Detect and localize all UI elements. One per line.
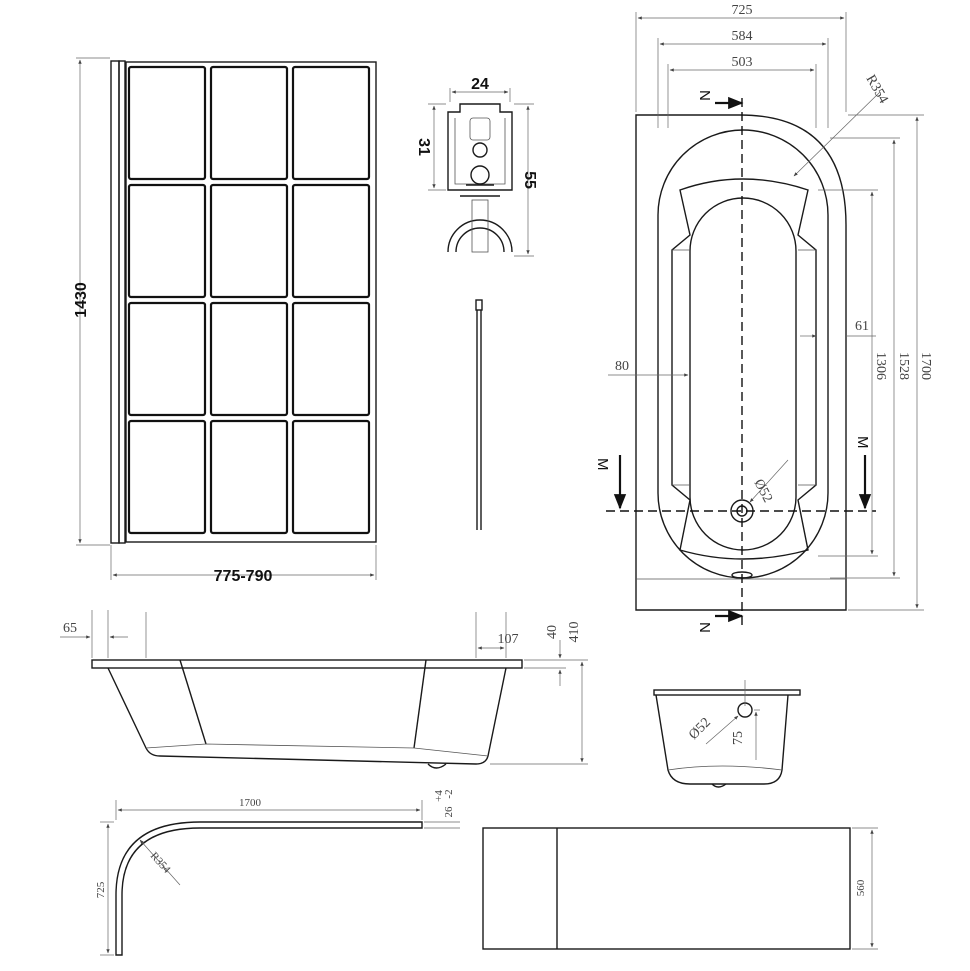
side-depth-410: 410 [567,622,582,643]
section-m-right: M [854,436,871,449]
panel-tol-plus: +4 [433,790,445,802]
screen-wall-profile [110,60,120,544]
panel-front-view: 560 [482,827,878,950]
panel-height: 560 [855,879,867,896]
end-height-75: 75 [731,731,746,745]
bath-waste-dia: Ø52 [750,477,775,505]
end-waste-dia: Ø52 [686,715,714,743]
side-rim-65: 65 [63,621,77,636]
bath-side-80: 80 [615,359,629,374]
panel-length: 1700 [239,797,262,809]
screen-hinge-profile [118,60,126,544]
panel-top-view: 1700 +4 26 -2 725 R354 [95,789,460,956]
bath-length-1528: 1528 [896,352,911,380]
screen-height-label: 1430 [73,282,90,318]
panel-depth: 725 [95,881,107,898]
screen-height-dimension: 1430 [73,57,110,546]
bath-width-584: 584 [732,29,753,44]
panel-top-outline [115,821,423,956]
bath-outline [635,114,847,611]
section-m-left: M [594,458,611,471]
panel-tol-minus: -2 [443,789,455,798]
section-n-bottom: N [696,622,713,633]
bath-end-section: Ø52 75 [653,680,801,788]
screen-grid-panes [127,65,371,535]
bath-radius-label: R354 [863,73,891,107]
shower-screen: 1430 775-790 [73,57,377,585]
profile-width-label: 24 [471,76,489,93]
bath-length-1306: 1306 [873,352,888,380]
screen-width-label: 775-790 [214,568,273,585]
panel-front-outline [482,827,851,950]
screen-width-dimension: 775-790 [110,545,377,585]
screen-glass-outline [125,61,377,543]
profile-detail: 24 31 55 [415,76,538,257]
bath-length-1700: 1700 [918,352,933,380]
side-depth-40: 40 [545,625,560,639]
profile-height-b-label: 55 [521,171,538,189]
rim-profile [91,659,523,669]
seal-strip [475,299,483,530]
section-n-top: N [696,90,713,101]
bath-width-503: 503 [732,55,753,70]
bath-plan-view: N N M M 725 584 503 R354 1700 1528 [594,3,933,633]
bath-side-61: 61 [855,319,869,334]
bath-width-725: 725 [732,3,753,18]
side-rim-107: 107 [498,632,519,647]
profile-height-a-label: 31 [415,138,432,156]
panel-tol-val: 26 [443,806,455,818]
bath-side-section: 65 107 40 410 [60,610,588,769]
panel-radius: R354 [148,850,173,876]
